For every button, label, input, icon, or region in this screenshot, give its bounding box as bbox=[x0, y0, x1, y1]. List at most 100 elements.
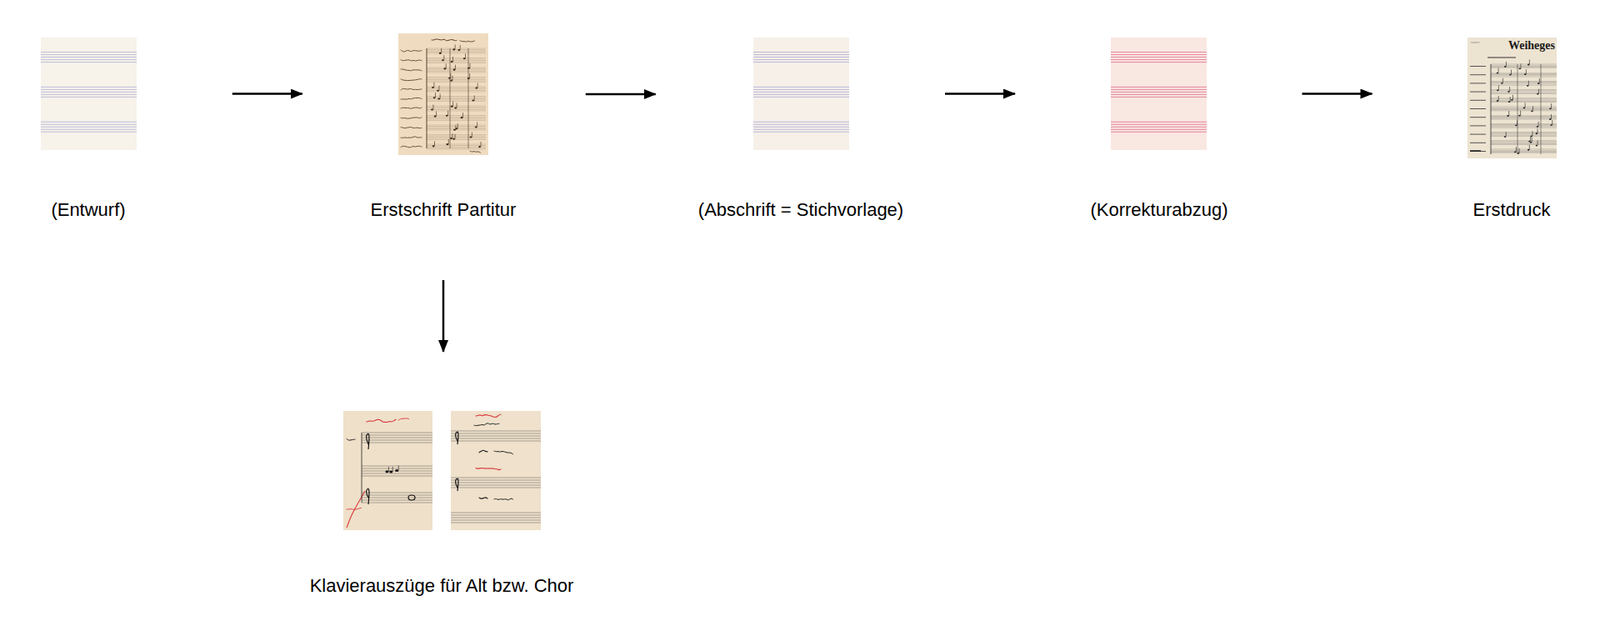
drawing-stroke bbox=[450, 438, 541, 440]
drawing-stroke bbox=[426, 120, 486, 121]
source-stage: (Entwurf) bbox=[40, 37, 137, 221]
drawing-stroke bbox=[1110, 89, 1207, 90]
drawing-stroke bbox=[1522, 106, 1525, 109]
drawing-stroke bbox=[400, 79, 422, 81]
drawing-stroke bbox=[426, 146, 486, 148]
drawing-stroke bbox=[1490, 89, 1557, 90]
drawing-stroke bbox=[1535, 132, 1537, 135]
drawing-stroke bbox=[448, 139, 450, 145]
drawing-stroke bbox=[1470, 41, 1480, 43]
score-page bbox=[398, 33, 489, 155]
score-page bbox=[343, 410, 433, 530]
drawing-stroke bbox=[1536, 93, 1539, 95]
drawing-stroke bbox=[1490, 143, 1557, 145]
drawing-stroke bbox=[361, 468, 433, 470]
drawing-stroke bbox=[445, 115, 449, 117]
drawing-stroke bbox=[441, 59, 445, 61]
print-title: Weiheges bbox=[1508, 39, 1555, 53]
drawing-stroke bbox=[1551, 120, 1553, 125]
drawing-stroke bbox=[426, 67, 486, 69]
drawing-stroke bbox=[450, 48, 451, 149]
drawing-stroke bbox=[1535, 145, 1537, 147]
drawing-stroke bbox=[437, 97, 440, 100]
drawing-stroke bbox=[426, 139, 486, 140]
drawing-stroke bbox=[1550, 114, 1551, 120]
drawing-stroke bbox=[40, 126, 137, 128]
drawing-stroke bbox=[450, 482, 541, 484]
drawing-stroke bbox=[40, 61, 137, 63]
drawing-stroke bbox=[426, 109, 486, 110]
drawing-stroke bbox=[408, 495, 415, 500]
score-page bbox=[1467, 37, 1557, 159]
drawing-stroke bbox=[431, 39, 457, 41]
drawing-stroke bbox=[1513, 150, 1515, 153]
drawing-stroke bbox=[365, 433, 369, 450]
drawing-stroke bbox=[453, 69, 456, 71]
source-stage: Erstschrift Partitur bbox=[370, 33, 517, 221]
drawing-stroke bbox=[1549, 107, 1551, 110]
drawing-stroke bbox=[450, 73, 451, 79]
drawing-stroke bbox=[753, 131, 850, 133]
drawing-stroke bbox=[426, 53, 486, 55]
drawing-stroke bbox=[1490, 115, 1557, 117]
drawing-stroke bbox=[1528, 145, 1530, 150]
drawing-stroke bbox=[1530, 110, 1533, 112]
drawing-stroke bbox=[40, 51, 137, 53]
drawing-stroke bbox=[1525, 85, 1528, 87]
drawing-stroke bbox=[1470, 82, 1486, 84]
drawing-stroke bbox=[426, 135, 486, 137]
drawing-stroke bbox=[426, 70, 486, 72]
drawing-stroke bbox=[753, 54, 850, 55]
stage-caption: Erstschrift Partitur bbox=[370, 199, 517, 221]
drawing-stroke bbox=[450, 522, 541, 524]
drawing-stroke bbox=[1524, 102, 1525, 108]
drawing-stroke bbox=[426, 76, 486, 78]
score-thumbnail bbox=[343, 410, 541, 530]
drawing-stroke bbox=[432, 145, 435, 147]
drawing-stroke bbox=[447, 110, 449, 116]
drawing-stroke bbox=[452, 75, 454, 81]
drawing-stroke bbox=[1490, 119, 1557, 120]
drawing-stroke bbox=[1515, 124, 1517, 126]
drawing-stroke bbox=[753, 86, 850, 88]
drawing-stroke bbox=[431, 86, 435, 89]
drawing-stroke bbox=[1523, 73, 1525, 75]
drawing-stroke bbox=[40, 37, 137, 150]
drawing-stroke bbox=[443, 55, 445, 60]
drawing-stroke bbox=[361, 475, 433, 477]
drawing-stroke bbox=[361, 495, 433, 496]
drawing-stroke bbox=[1490, 72, 1557, 74]
drawing-stroke bbox=[361, 492, 433, 494]
drawing-stroke bbox=[450, 440, 541, 442]
drawing-stroke bbox=[1110, 59, 1207, 60]
drawing-stroke bbox=[1490, 92, 1557, 94]
drawing-stroke bbox=[450, 435, 541, 437]
drawing-stroke bbox=[1532, 105, 1534, 111]
drawing-stroke bbox=[426, 60, 486, 61]
drawing-stroke bbox=[1470, 125, 1486, 126]
drawing-stroke bbox=[475, 125, 478, 128]
score-page bbox=[450, 410, 541, 530]
drawing-stroke bbox=[1497, 68, 1499, 74]
drawing-stroke bbox=[40, 89, 137, 90]
drawing-stroke bbox=[1490, 81, 1557, 83]
drawing-stroke bbox=[1490, 124, 1557, 125]
drawing-stroke bbox=[494, 450, 514, 455]
drawing-stroke bbox=[440, 93, 441, 99]
drawing-stroke bbox=[400, 50, 422, 52]
drawing-stroke bbox=[400, 126, 422, 128]
drawing-stroke bbox=[463, 57, 466, 60]
drawing-stroke bbox=[1490, 109, 1557, 110]
drawing-stroke bbox=[450, 105, 454, 108]
drawing-stroke bbox=[494, 498, 514, 500]
drawing-stroke bbox=[1495, 72, 1498, 75]
drawing-stroke bbox=[1528, 60, 1530, 65]
drawing-stroke bbox=[40, 86, 137, 88]
drawing-stroke bbox=[40, 124, 137, 125]
score-page bbox=[753, 37, 850, 150]
drawing-stroke bbox=[450, 410, 541, 530]
drawing-stroke bbox=[1526, 149, 1529, 151]
drawing-stroke bbox=[1110, 86, 1207, 88]
drawing-stroke bbox=[361, 500, 433, 501]
drawing-stroke bbox=[479, 497, 488, 499]
